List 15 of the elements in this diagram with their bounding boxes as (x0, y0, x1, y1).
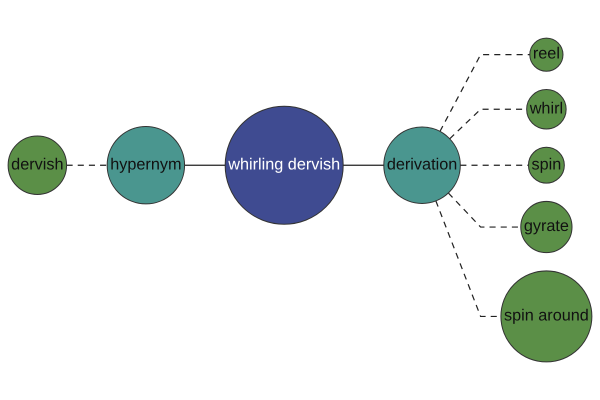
node-circle: dervish (8, 136, 68, 195)
node-circle: hypernym (106, 126, 186, 204)
node-circle: spin (528, 146, 565, 184)
connector (66, 164, 108, 166)
connector (439, 54, 530, 132)
node-circle: reel (529, 38, 564, 72)
node-circle: spin around (500, 270, 592, 362)
node-circle: whirl (526, 89, 567, 130)
node-circle: derivation (383, 126, 461, 204)
node-circle: whirling dervish (224, 106, 344, 225)
connector (343, 164, 384, 166)
connector (448, 192, 521, 228)
node-circle: gyrate (520, 200, 573, 254)
connector (460, 164, 528, 166)
connector (184, 164, 226, 166)
